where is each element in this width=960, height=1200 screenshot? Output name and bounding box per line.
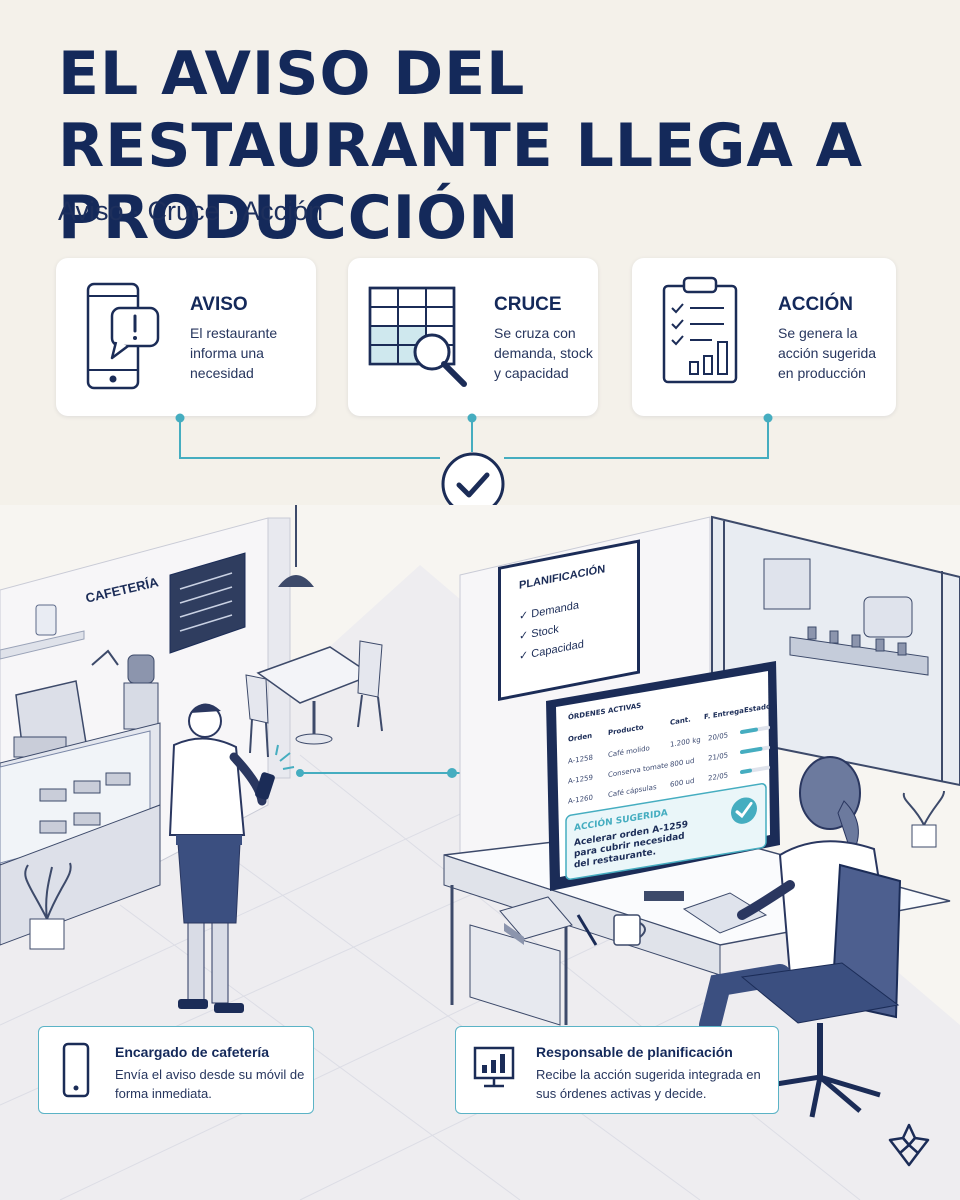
brand-logo-icon — [888, 1123, 930, 1167]
order-id: A-1259 — [568, 773, 593, 786]
info-title: Responsable de planificación — [536, 1044, 733, 1060]
step-text: Se genera la acción sugerida en producci… — [778, 325, 877, 381]
chart-monitor-icon — [473, 1046, 515, 1088]
page-title: EL AVISO DEL RESTAURANTE LLEGA A PRODUCC… — [58, 39, 864, 253]
order-id: A-1258 — [568, 753, 593, 766]
grid-search-icon — [368, 286, 467, 387]
status-bar — [740, 768, 752, 774]
col-header: Orden — [568, 731, 592, 744]
clipboard-chart-icon — [662, 276, 738, 384]
step-title: AVISO — [190, 294, 248, 315]
step-card-accion: ACCIÓN Se genera la acción sugerida en p… — [632, 258, 896, 416]
monitor: ÓRDENES ACTIVAS Orden Producto Cant. F. … — [546, 661, 780, 901]
planning-item-demanda: ✓ Demanda — [519, 598, 579, 623]
check-icon — [441, 452, 505, 516]
steps-connector — [175, 413, 773, 459]
phone-icon — [62, 1042, 90, 1098]
planning-item-label: Demanda — [531, 599, 579, 621]
step-card-cruce: CRUCE Se cruza con demanda, stock y capa… — [348, 258, 598, 416]
info-text: Envía el aviso desde su móvil de forma i… — [115, 1067, 305, 1101]
col-header: Cant. — [670, 714, 691, 726]
step-title: ACCIÓN — [778, 294, 853, 315]
page-subtitle: Aviso · Cruce · Acción — [58, 196, 324, 226]
order-id: A-1260 — [568, 793, 593, 806]
order-date: 21/05 — [708, 750, 728, 762]
check-circle-icon: ✓ — [519, 628, 532, 643]
info-card-cafeteria: Encargado de cafetería Envía el aviso de… — [38, 1026, 314, 1114]
info-title: Encargado de cafetería — [115, 1044, 270, 1060]
step-text: Se cruza con demanda, stock y capacidad — [494, 325, 593, 381]
info-text: Recibe la acción sugerida integrada en s… — [536, 1067, 761, 1101]
step-card-aviso: AVISO El restaurante informa una necesid… — [56, 258, 316, 416]
status-bar — [740, 746, 763, 754]
order-date: 22/05 — [708, 770, 728, 782]
planning-board-title: PLANIFICACIÓN — [519, 563, 606, 592]
phone-alert-icon — [86, 282, 160, 390]
info-card-planificacion: Responsable de planificación Recibe la a… — [455, 1026, 779, 1114]
col-header: Estado — [744, 701, 771, 714]
check-circle-icon: ✓ — [519, 648, 532, 663]
check-circle-icon: ✓ — [519, 608, 532, 623]
suggested-action-box — [565, 783, 767, 881]
status-bar — [740, 727, 758, 734]
planning-item-label: Stock — [531, 623, 559, 641]
step-title: CRUCE — [494, 294, 562, 315]
order-qty: 600 ud — [670, 776, 694, 789]
planning-item-stock: ✓ Stock — [519, 622, 559, 643]
order-date: 20/05 — [708, 730, 728, 742]
order-qty: 800 ud — [670, 756, 694, 769]
step-text: El restaurante informa una necesidad — [190, 325, 278, 381]
